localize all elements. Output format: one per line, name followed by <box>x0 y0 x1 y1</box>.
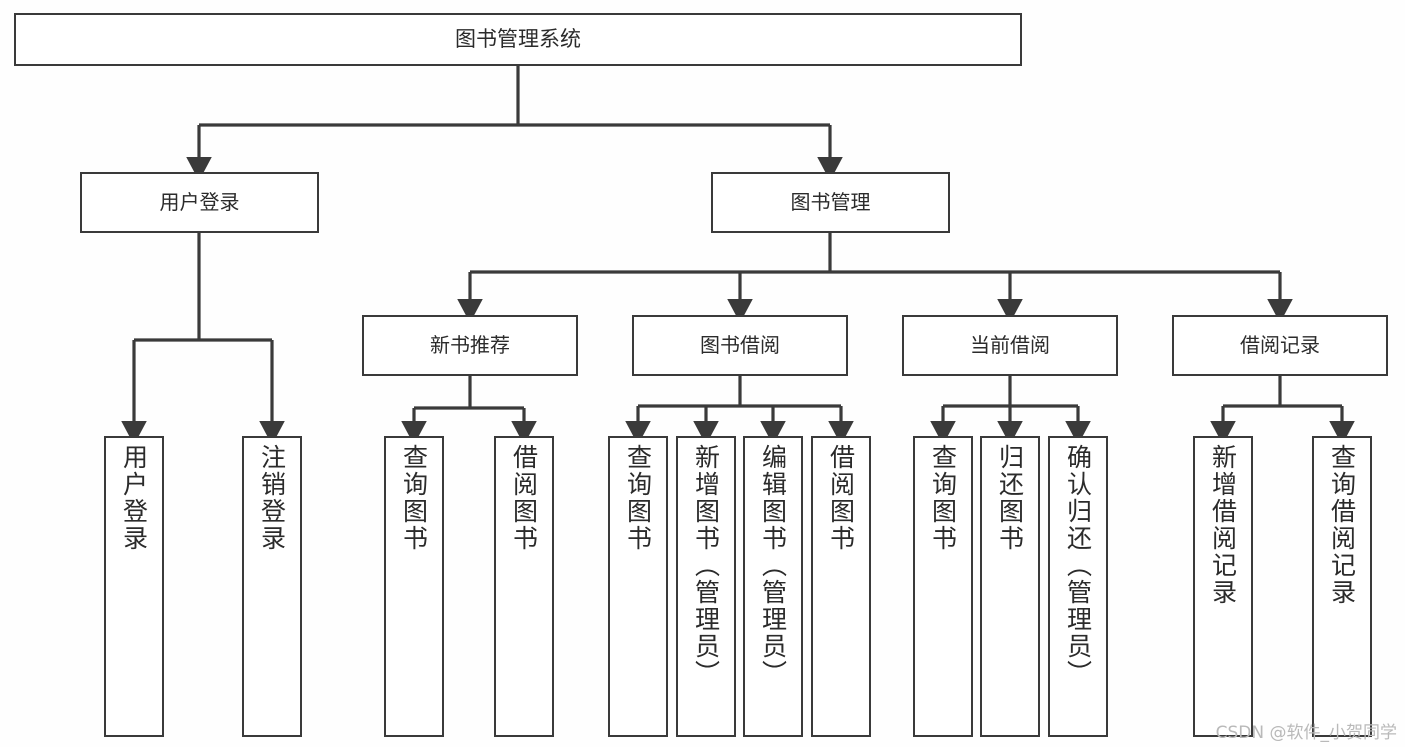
node-label: 借阅图书 <box>826 444 856 552</box>
leaf-current-return-book[interactable]: 归还图书 <box>980 436 1040 737</box>
node-label: 当前借阅 <box>970 332 1050 357</box>
node-current-borrow[interactable]: 当前借阅 <box>902 315 1118 376</box>
node-label: 查询图书 <box>928 444 958 552</box>
leaf-borrow-add-book-admin[interactable]: 新增图书（管理员） <box>676 436 736 737</box>
node-label: 查询图书 <box>399 444 429 552</box>
node-label: 新增图书（管理员） <box>691 444 721 687</box>
watermark: CSDN @软件_小贺同学 <box>1215 723 1397 743</box>
node-label: 图书借阅 <box>700 332 780 357</box>
node-label: 用户登录 <box>119 444 149 552</box>
node-label: 新书推荐 <box>430 332 510 357</box>
node-label: 注销登录 <box>257 444 287 552</box>
leaf-current-confirm-return-admin[interactable]: 确认归还（管理员） <box>1048 436 1108 737</box>
leaf-recommend-query-book[interactable]: 查询图书 <box>384 436 444 737</box>
node-label: 借阅图书 <box>509 444 539 552</box>
node-book-borrow[interactable]: 图书借阅 <box>632 315 848 376</box>
node-root[interactable]: 图书管理系统 <box>14 13 1022 66</box>
node-label: 查询借阅记录 <box>1327 444 1357 606</box>
node-label: 图书管理系统 <box>455 27 581 52</box>
leaf-record-add-record[interactable]: 新增借阅记录 <box>1193 436 1253 737</box>
node-label: 确认归还（管理员） <box>1063 444 1093 687</box>
leaf-user-login-login[interactable]: 用户登录 <box>104 436 164 737</box>
leaf-user-login-logout[interactable]: 注销登录 <box>242 436 302 737</box>
node-label: 用户登录 <box>159 189 240 214</box>
node-label: 编辑图书（管理员） <box>758 444 788 687</box>
node-label: 新增借阅记录 <box>1208 444 1238 606</box>
leaf-borrow-edit-book-admin[interactable]: 编辑图书（管理员） <box>743 436 803 737</box>
node-borrow-record[interactable]: 借阅记录 <box>1172 315 1388 376</box>
node-label: 归还图书 <box>995 444 1025 552</box>
leaf-record-query-record[interactable]: 查询借阅记录 <box>1312 436 1372 737</box>
node-label: 查询图书 <box>623 444 653 552</box>
node-label: 图书管理 <box>790 189 871 214</box>
leaf-borrow-query-book[interactable]: 查询图书 <box>608 436 668 737</box>
node-book-management[interactable]: 图书管理 <box>711 172 950 233</box>
node-label: 借阅记录 <box>1240 332 1320 357</box>
leaf-borrow-borrow-book[interactable]: 借阅图书 <box>811 436 871 737</box>
node-new-book-recommend[interactable]: 新书推荐 <box>362 315 578 376</box>
leaf-recommend-borrow-book[interactable]: 借阅图书 <box>494 436 554 737</box>
leaf-current-query-book[interactable]: 查询图书 <box>913 436 973 737</box>
node-user-login[interactable]: 用户登录 <box>80 172 319 233</box>
